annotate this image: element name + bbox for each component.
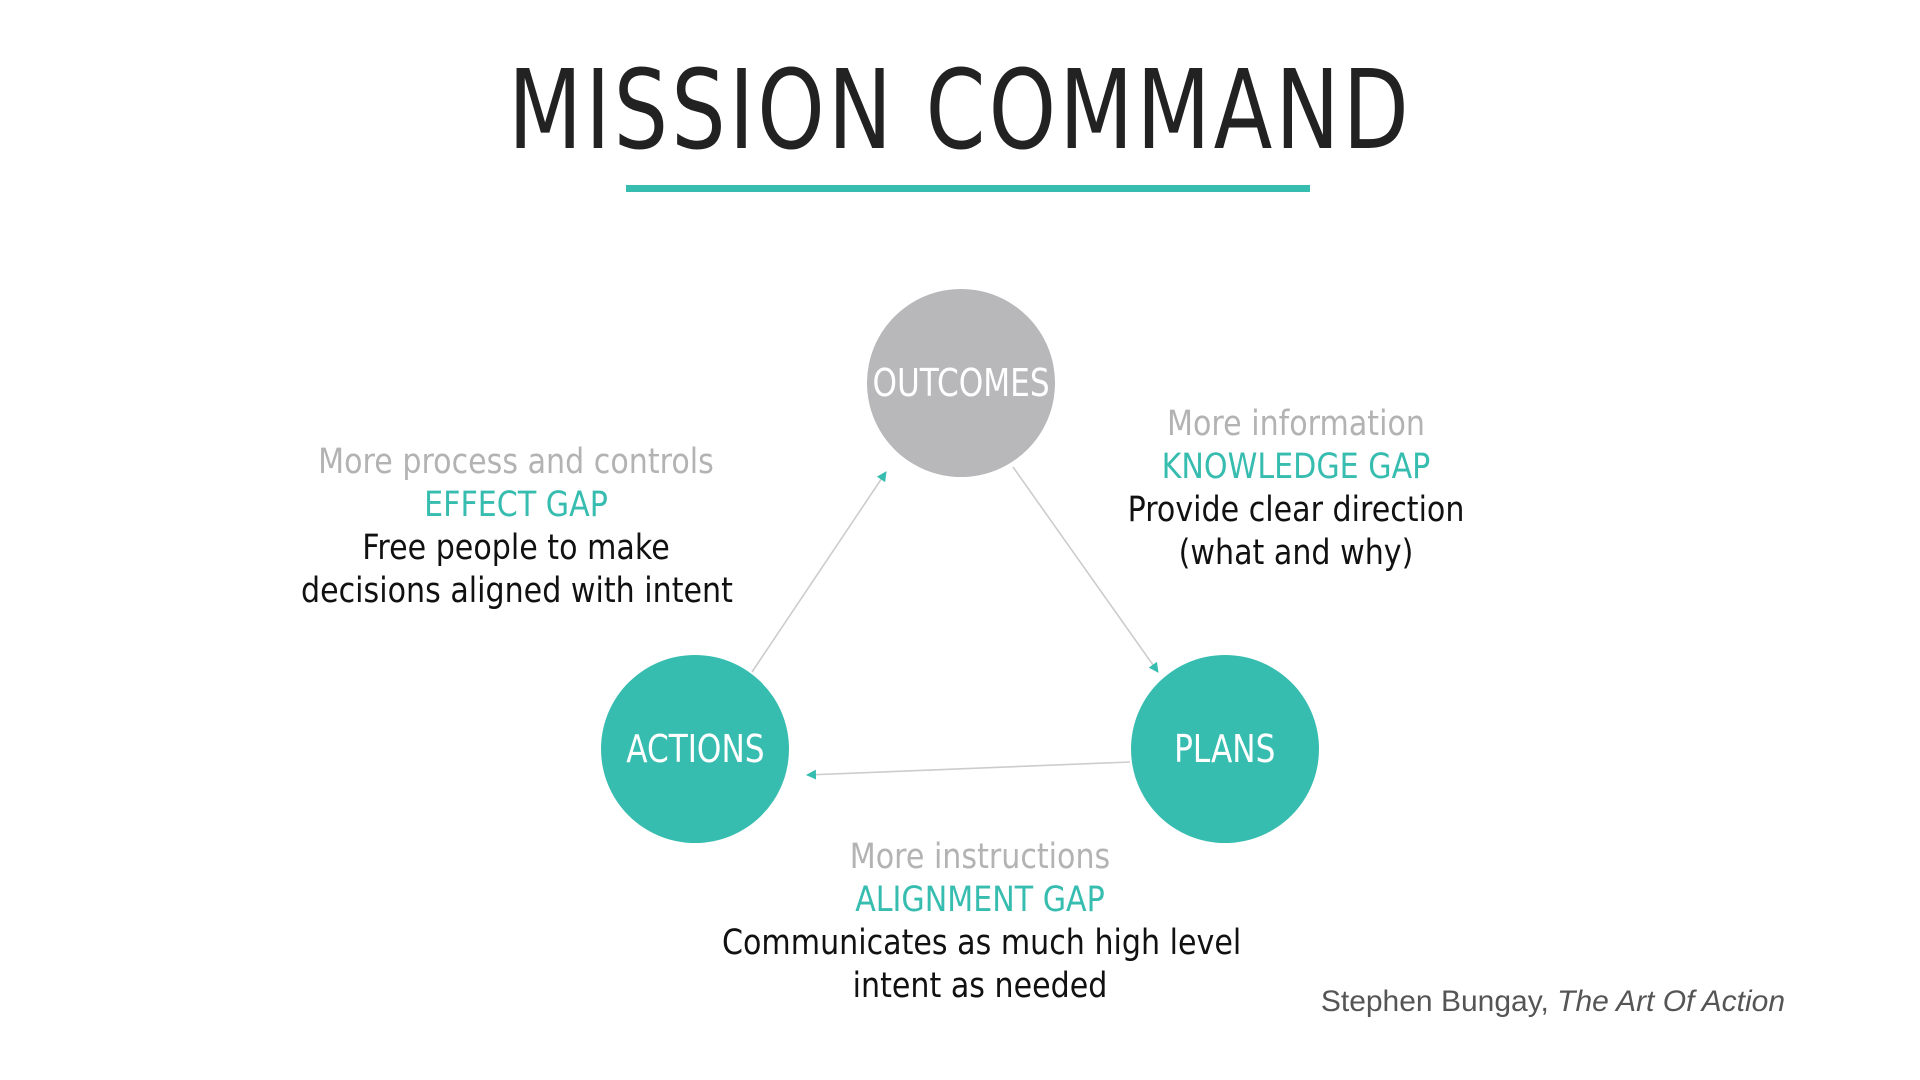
title-underline [626, 185, 1310, 192]
citation-author: Stephen Bungay, [1320, 985, 1558, 1018]
knowledge-gap-title: KNOWLEDGE GAP [1161, 447, 1431, 487]
citation-work: The Art Of Action [1557, 985, 1785, 1018]
arrow-plans-to-actions [806, 761, 1131, 780]
page-title: MISSION COMMAND [508, 46, 1412, 174]
knowledge-gap-description-2: (what and why) [1178, 533, 1414, 573]
alignment-gap-title: ALIGNMENT GAP [855, 880, 1105, 920]
alignment-gap-remedy: More instructions [849, 837, 1111, 877]
effect-gap-block: More process and controls EFFECT GAP Fre… [266, 441, 766, 613]
actions-node: ACTIONS [601, 655, 789, 843]
arrow-outcomes-to-plans [1012, 466, 1159, 673]
plans-node: PLANS [1131, 655, 1319, 843]
effect-gap-title: EFFECT GAP [424, 485, 608, 525]
citation: Stephen Bungay, The Art Of Action [1260, 985, 1785, 1019]
plans-label: PLANS [1174, 727, 1276, 771]
arrow-actions-to-outcomes [751, 471, 887, 673]
outcomes-label: OUTCOMES [872, 361, 1050, 405]
knowledge-gap-block: More information KNOWLEDGE GAP Provide c… [1046, 403, 1546, 575]
outcomes-node: OUTCOMES [867, 289, 1055, 477]
alignment-gap-description-1: Communicates as much high level [722, 923, 1242, 963]
alignment-gap-description-2: intent as needed [852, 966, 1108, 1006]
actions-label: ACTIONS [625, 727, 765, 771]
knowledge-gap-description-1: Provide clear direction [1127, 490, 1465, 530]
effect-gap-remedy: More process and controls [318, 442, 714, 482]
knowledge-gap-remedy: More information [1167, 404, 1425, 444]
alignment-gap-block: More instructions ALIGNMENT GAP Communic… [680, 836, 1280, 1008]
effect-gap-description-1: Free people to make [362, 528, 670, 568]
effect-gap-description-2: decisions aligned with intent [301, 571, 733, 611]
